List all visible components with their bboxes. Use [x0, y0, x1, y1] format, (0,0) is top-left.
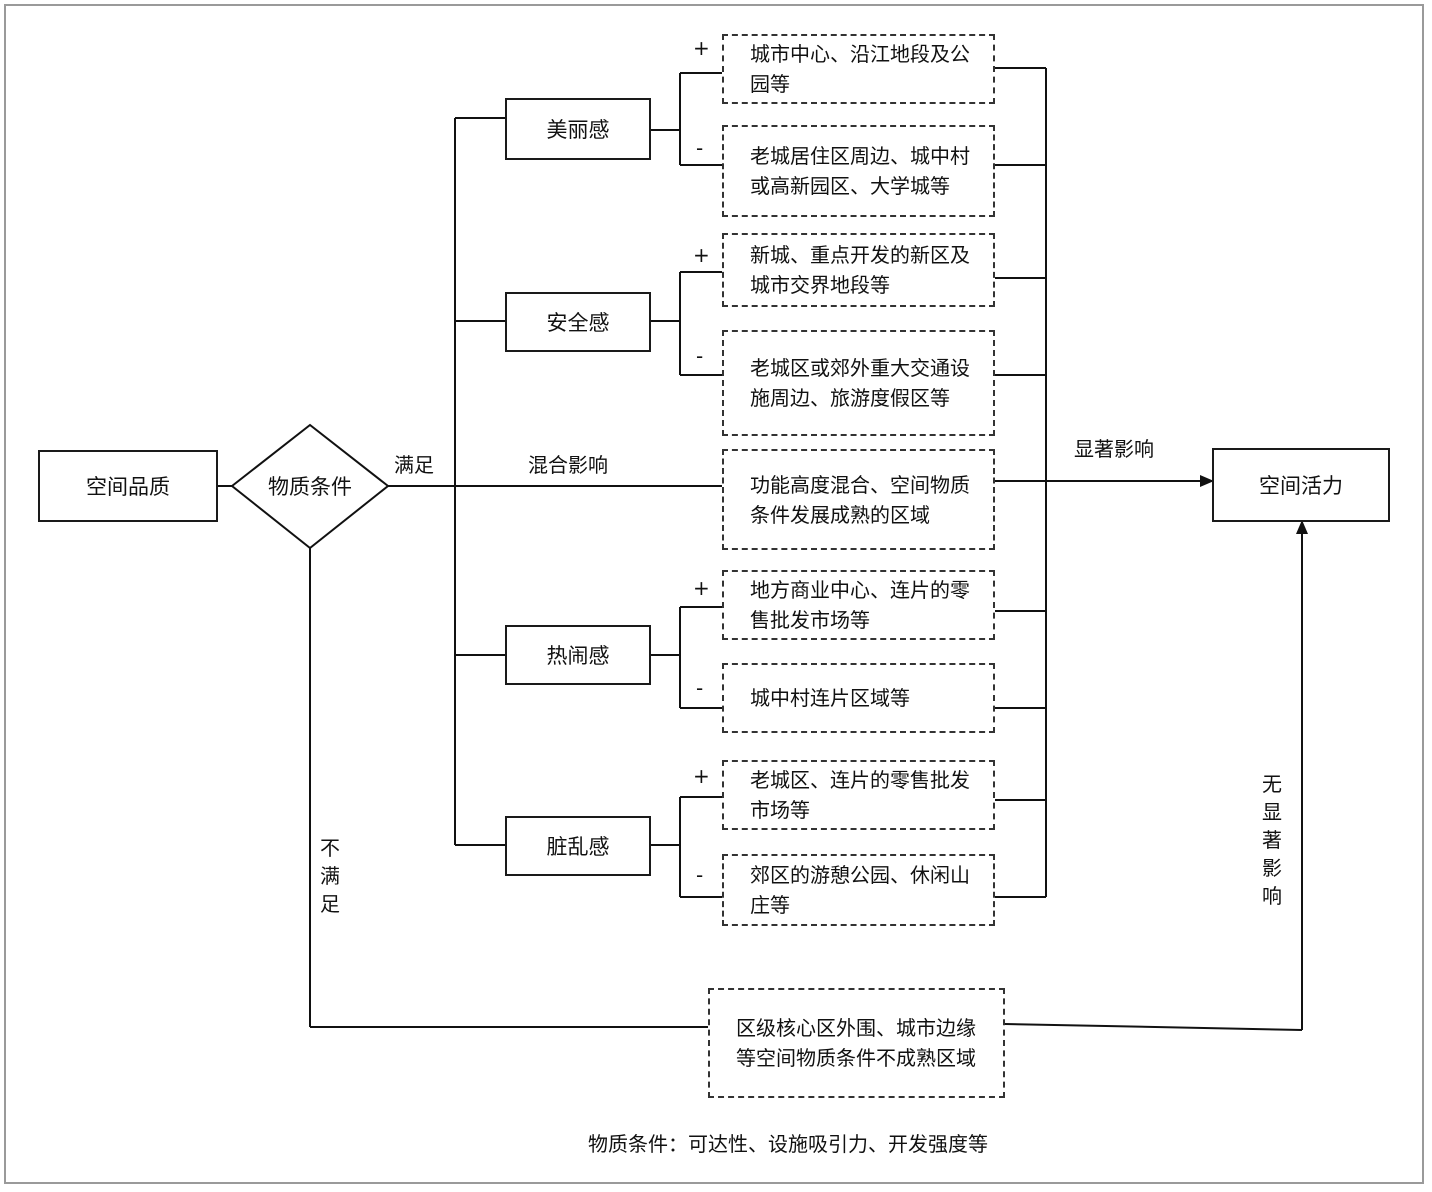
sign-safety-minus: - [696, 344, 704, 368]
diagram-frame [4, 4, 1424, 1184]
node-lively: 热闹感 [505, 625, 651, 685]
footnote: 物质条件：可达性、设施吸引力、开发强度等 [588, 1132, 988, 1156]
area-safety-plus: 新城、重点开发的新区及城市交界地段等 [722, 233, 995, 307]
area-immature: 区级核心区外围、城市边缘等空间物质条件不成熟区域 [708, 988, 1005, 1098]
area-beauty-plus: 城市中心、沿江地段及公园等 [722, 34, 995, 104]
area-beauty-minus: 老城居住区周边、城中村或高新园区、大学城等 [722, 125, 995, 217]
area-lively-plus: 地方商业中心、连片的零售批发市场等 [722, 570, 995, 640]
area-messy-plus: 老城区、连片的零售批发市场等 [722, 760, 995, 830]
node-space-vitality: 空间活力 [1212, 448, 1390, 522]
label-unsatisfied: 不满足 [320, 836, 340, 916]
sign-lively-plus: + [693, 576, 710, 600]
node-messy: 脏乱感 [505, 816, 651, 876]
sign-beauty-plus: + [693, 36, 710, 60]
area-safety-minus: 老城区或郊外重大交通设施周边、旅游度假区等 [722, 330, 995, 436]
label-significant-influence: 显著影响 [1074, 437, 1154, 461]
node-safety: 安全感 [505, 292, 651, 352]
label-satisfied: 满足 [394, 453, 434, 477]
node-space-quality: 空间品质 [38, 450, 218, 522]
sign-lively-minus: - [696, 676, 704, 700]
sign-messy-minus: - [696, 863, 704, 887]
area-messy-minus: 郊区的游憩公园、休闲山庄等 [722, 854, 995, 926]
sign-beauty-minus: - [696, 136, 704, 160]
area-lively-minus: 城中村连片区域等 [722, 663, 995, 733]
area-mixed: 功能高度混合、空间物质条件发展成熟的区域 [722, 449, 995, 550]
node-physical-condition: 物质条件 [268, 475, 352, 499]
sign-safety-plus: + [693, 243, 710, 267]
node-beauty: 美丽感 [505, 98, 651, 160]
label-no-significant-influence: 无显著影响 [1262, 772, 1282, 908]
sign-messy-plus: + [693, 764, 710, 788]
label-mixed-influence: 混合影响 [528, 453, 608, 477]
